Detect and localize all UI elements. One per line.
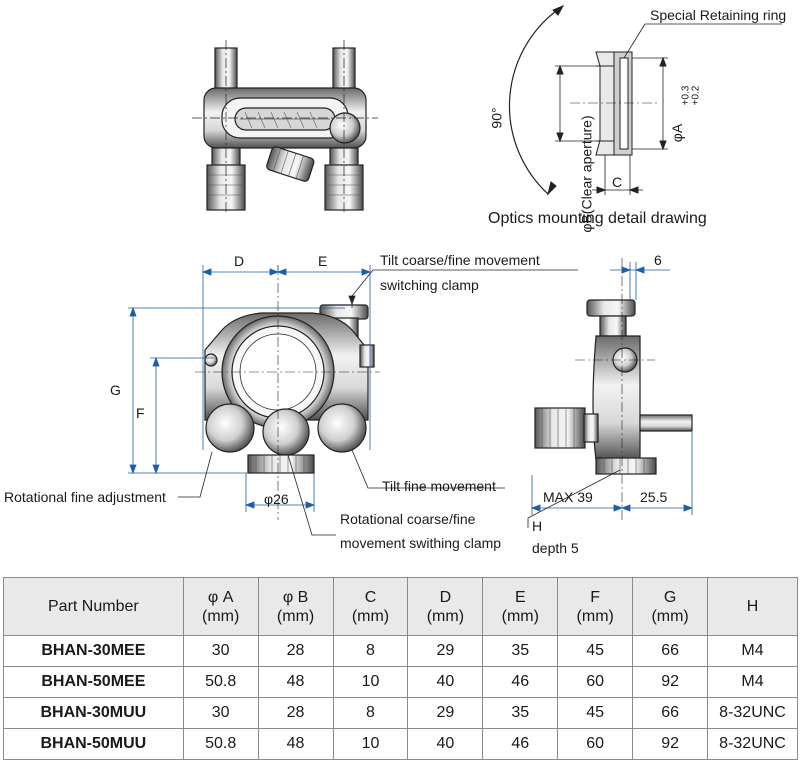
cell-d: 40 <box>407 728 484 760</box>
h-leader <box>527 469 621 528</box>
cell-h: 8-32UNC <box>707 697 798 729</box>
cell-e: 35 <box>482 635 559 667</box>
cell-b: 28 <box>257 697 334 729</box>
cell-d: 29 <box>407 635 484 667</box>
header-d: D(mm) <box>407 577 484 636</box>
cell-h: M4 <box>707 635 798 667</box>
rotational-fine-label: Rotational fine adjustment <box>4 489 166 505</box>
table-row: BHAN-50MEE 50.8 48 10 40 46 60 92 M4 <box>3 666 798 698</box>
specs-table: Part Number φ A(mm) φ B(mm) C(mm) D(mm) … <box>3 577 798 760</box>
cell-d: 40 <box>407 666 484 698</box>
phi-a-label: φA <box>669 123 686 143</box>
cell-g: 92 <box>632 666 709 698</box>
cell-c: 10 <box>332 666 409 698</box>
cell-part: BHAN-50MUU <box>3 728 184 760</box>
technical-drawing <box>128 5 782 536</box>
h-label: H <box>532 518 543 534</box>
optics-caption: Optics mounting detail drawing <box>488 210 707 227</box>
header-part-number: Part Number <box>3 577 184 636</box>
cell-f: 60 <box>557 728 634 760</box>
cell-e: 46 <box>482 728 559 760</box>
cell-f: 60 <box>557 666 634 698</box>
header-phi-a: φ A(mm) <box>182 577 259 636</box>
optics-detail <box>508 5 782 196</box>
phi-a-tolerance-minus: +0.2 <box>690 85 702 106</box>
cell-d: 29 <box>407 697 484 729</box>
max39-label: MAX 39 <box>543 489 593 505</box>
angle-90-label: 90° <box>488 107 505 129</box>
rot-clamp-label-2: movement swithing clamp <box>340 535 502 551</box>
top-view <box>192 40 378 215</box>
cell-g: 66 <box>632 697 709 729</box>
six-label: 6 <box>654 252 662 268</box>
phi-26-label: φ26 <box>264 491 289 507</box>
header-c: C(mm) <box>332 577 409 636</box>
cell-part: BHAN-30MUU <box>3 697 184 729</box>
tilt-clamp-label-1: Tilt coarse/fine movement <box>380 252 540 268</box>
tilt-fine-label: Tilt fine movement <box>382 478 496 494</box>
table-row: BHAN-30MUU 30 28 8 29 35 45 66 8-32UNC <box>3 697 798 729</box>
cell-a: 30 <box>182 635 259 667</box>
cell-g: 66 <box>632 635 709 667</box>
cell-h: M4 <box>707 666 798 698</box>
cell-b: 48 <box>257 666 334 698</box>
table-row: BHAN-30MEE 30 28 8 29 35 45 66 M4 <box>3 635 798 667</box>
d-label: D <box>234 253 245 269</box>
cell-e: 35 <box>482 697 559 729</box>
header-phi-b: φ B(mm) <box>257 577 334 636</box>
table-header-row: Part Number φ A(mm) φ B(mm) C(mm) D(mm) … <box>3 577 798 636</box>
cell-a: 50.8 <box>182 728 259 760</box>
cell-c: 10 <box>332 728 409 760</box>
header-g: G(mm) <box>632 577 709 636</box>
e-label: E <box>318 253 328 269</box>
header-h: H <box>707 577 798 636</box>
tilt-clamp-label-2: switching clamp <box>380 277 479 293</box>
table-row: BHAN-50MUU 50.8 48 10 40 46 60 92 8-32UN… <box>3 728 798 760</box>
cell-f: 45 <box>557 635 634 667</box>
front-leaders <box>178 269 578 536</box>
cell-g: 92 <box>632 728 709 760</box>
cell-f: 45 <box>557 697 634 729</box>
depth5-label: depth 5 <box>532 540 579 556</box>
special-retaining-ring-label: Special Retaining ring <box>650 7 787 23</box>
cell-b: 48 <box>257 728 334 760</box>
cell-part: BHAN-30MEE <box>3 635 184 667</box>
c-label: C <box>612 174 623 190</box>
cell-c: 8 <box>332 635 409 667</box>
front-dimensions <box>128 265 372 512</box>
header-e: E(mm) <box>482 577 559 636</box>
side-view <box>534 258 693 520</box>
rot-clamp-label-1: Rotational coarse/fine <box>340 511 476 527</box>
cell-c: 8 <box>332 697 409 729</box>
cell-e: 46 <box>482 666 559 698</box>
header-f: F(mm) <box>557 577 634 636</box>
cell-a: 50.8 <box>182 666 259 698</box>
front-view <box>195 265 380 520</box>
cell-a: 30 <box>182 697 259 729</box>
f-label: F <box>136 405 145 421</box>
dim-25-5-label: 25.5 <box>640 489 668 505</box>
drawing-svg <box>128 5 782 536</box>
g-label: G <box>110 382 121 398</box>
cell-part: BHAN-50MEE <box>3 666 184 698</box>
side-dimensions <box>530 262 694 515</box>
cell-h: 8-32UNC <box>707 728 798 760</box>
cell-b: 28 <box>257 635 334 667</box>
